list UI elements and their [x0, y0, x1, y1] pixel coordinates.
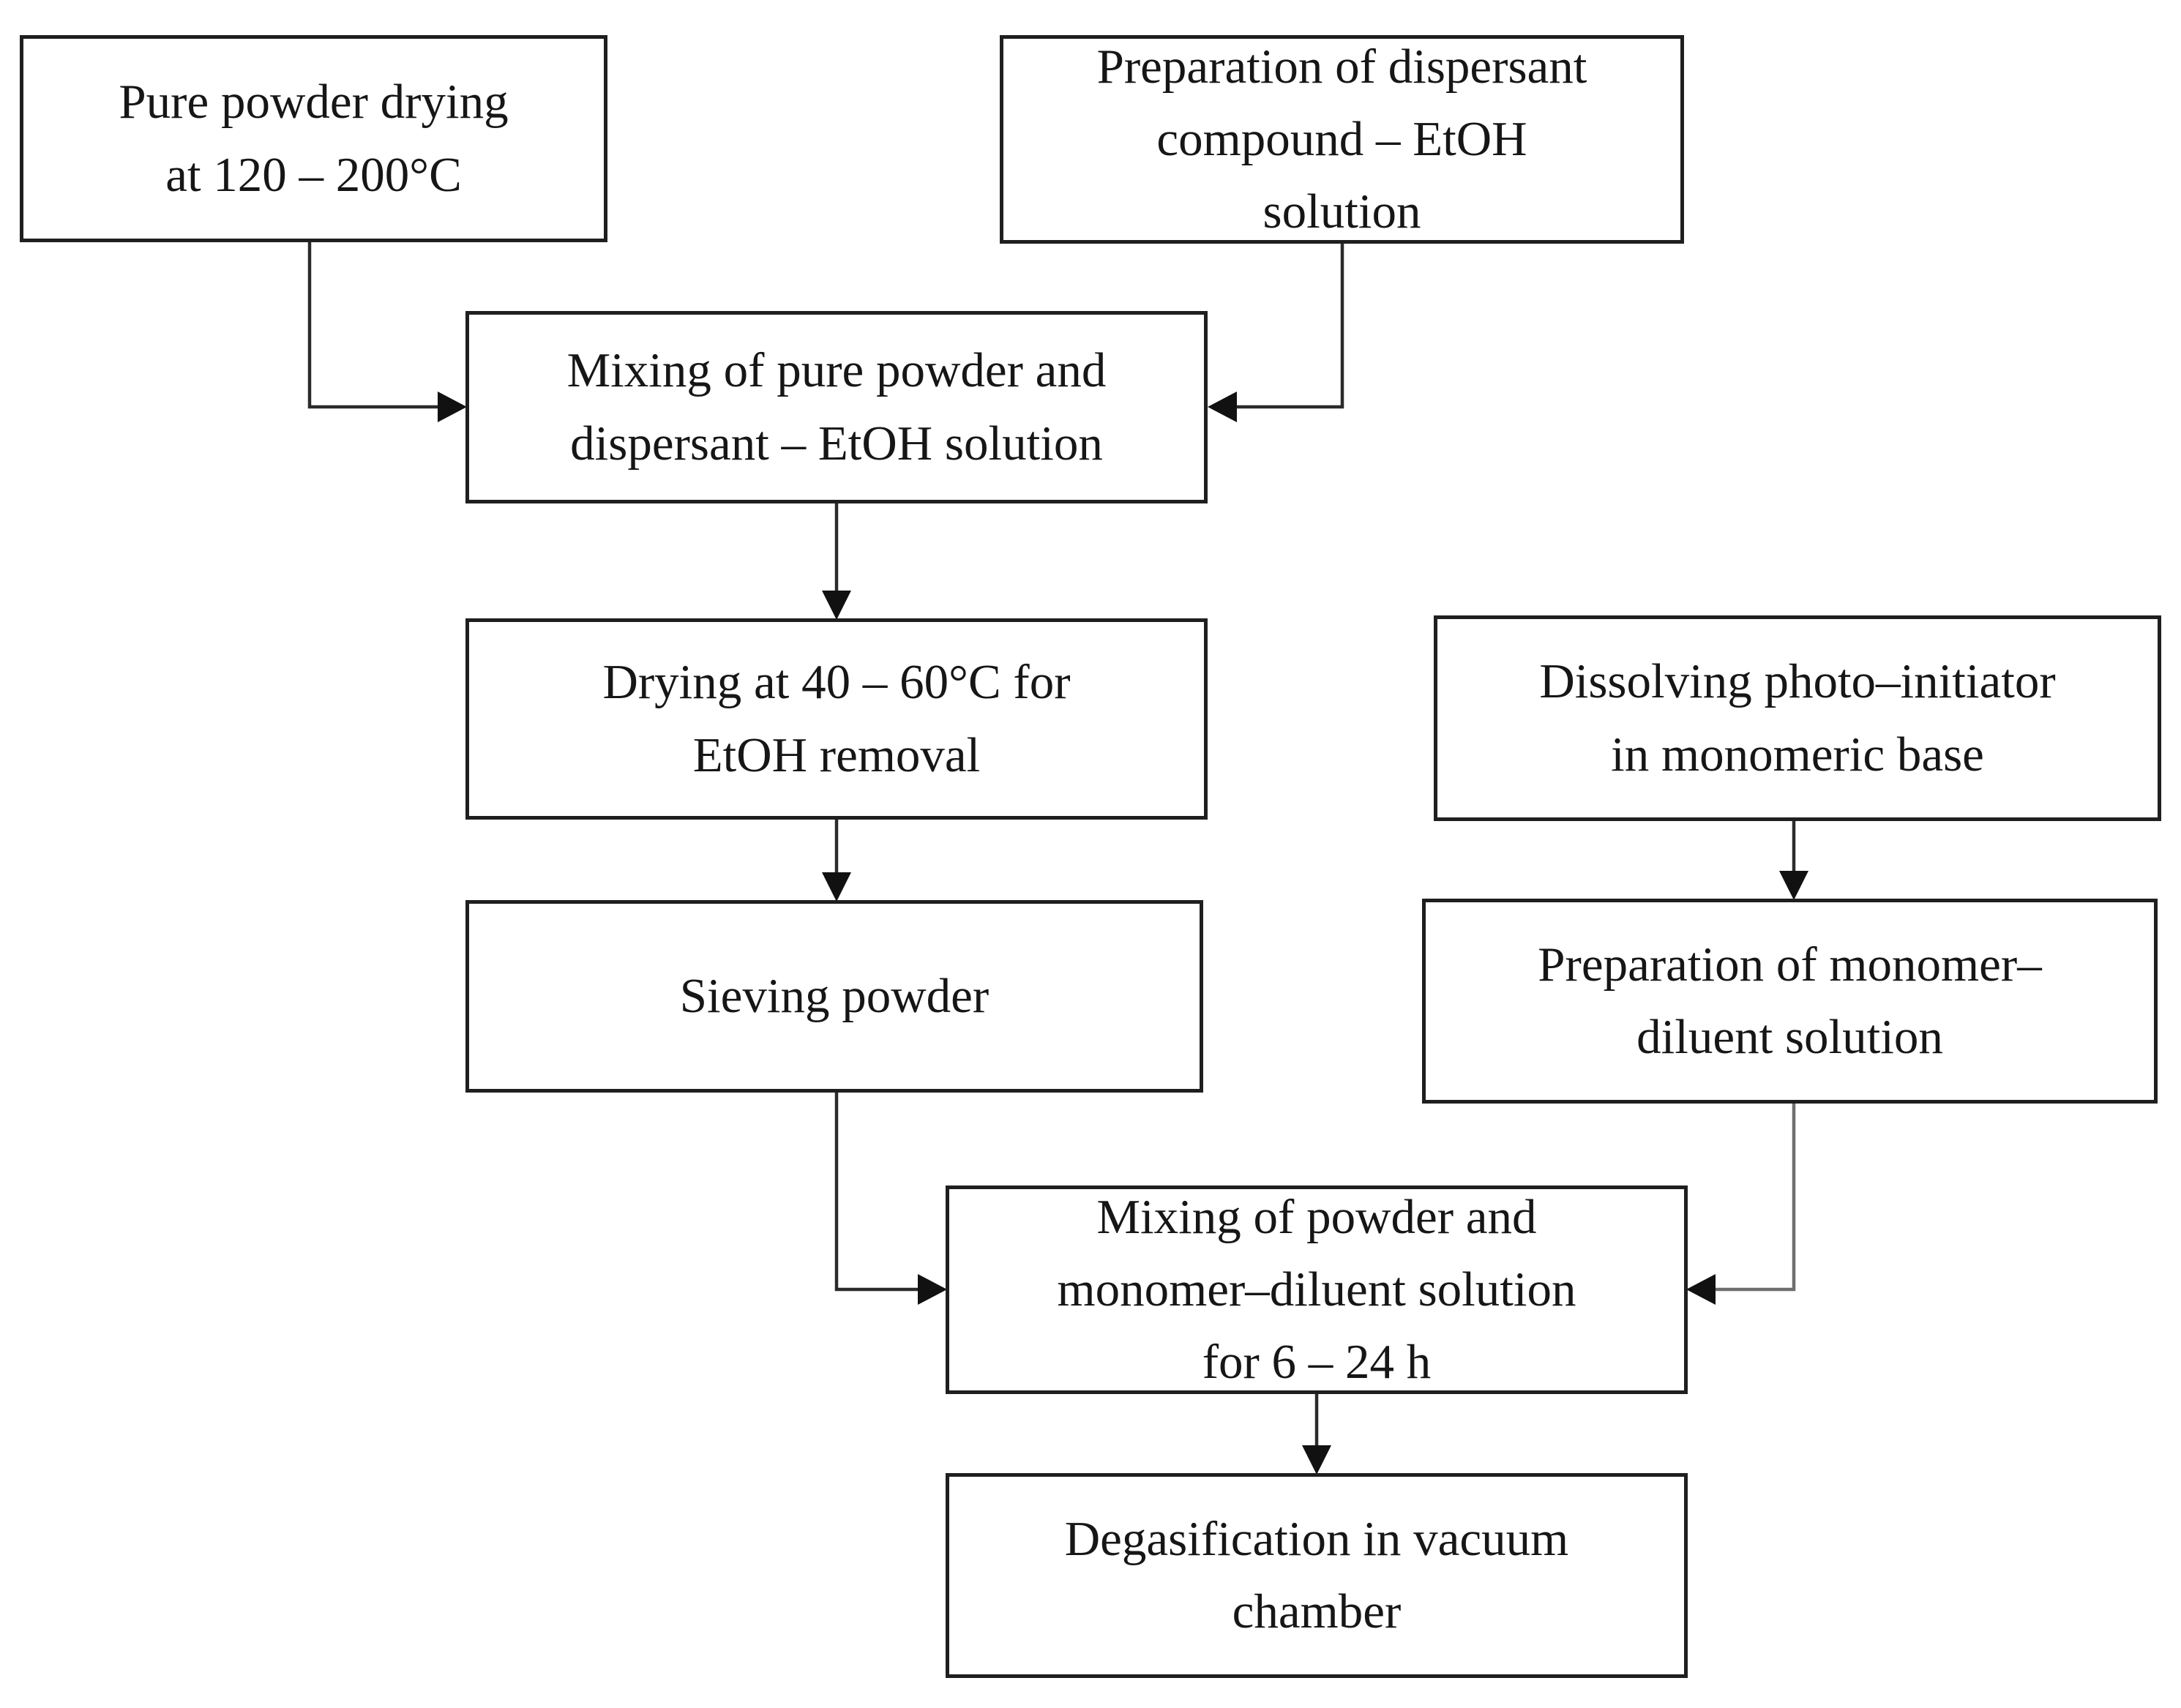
flowchart-box-sieving-powder: Sieving powder: [465, 900, 1203, 1093]
connector-dissolving-to-preparation: [1779, 821, 1808, 900]
flowchart-box-dissolving-photoinitiator: Dissolving photo–initiator in monomeric …: [1434, 615, 2161, 821]
connector-dispersant-to-mixing: [1208, 244, 1344, 422]
arrowhead-down-icon: [822, 872, 851, 902]
arrowhead-right-icon: [438, 392, 467, 422]
arrowhead-down-icon: [1779, 871, 1808, 900]
flowchart-box-drying-etoh-removal: Drying at 40 – 60°C for EtOH removal: [465, 618, 1208, 820]
connector-preparation-to-mixing2: [1686, 1104, 1796, 1305]
flowchart-box-mixing-powder-monomer: Mixing of powder and monomer–diluent sol…: [946, 1186, 1688, 1394]
connector-mixing-to-drying: [822, 503, 851, 620]
connector-pure-powder-to-mixing: [307, 242, 467, 422]
arrowhead-right-icon: [918, 1274, 947, 1305]
flowchart-box-mixing-powder-dispersant: Mixing of pure powder and dispersant – E…: [465, 311, 1208, 503]
arrowhead-down-icon: [1302, 1445, 1331, 1475]
flowchart-box-monomer-diluent-solution: Preparation of monomer– diluent solution: [1422, 899, 2158, 1104]
flowchart-box-dispersant-etoh-solution: Preparation of dispersant compound – EtO…: [1000, 35, 1684, 244]
connector-mixing2-to-degasification: [1302, 1394, 1331, 1475]
connector-sieving-to-mixing2: [834, 1093, 947, 1305]
flowchart-box-degasification: Degasification in vacuum chamber: [946, 1473, 1688, 1678]
arrowhead-left-icon: [1208, 392, 1237, 422]
connector-drying-to-sieving: [822, 820, 851, 902]
arrowhead-left-icon: [1686, 1274, 1716, 1305]
arrowhead-down-icon: [822, 591, 851, 620]
flowchart-box-pure-powder-drying: Pure powder drying at 120 – 200°C: [20, 35, 607, 242]
